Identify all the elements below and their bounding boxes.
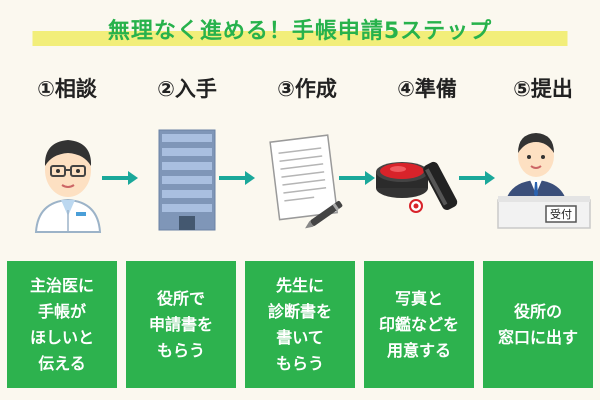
- arrow-4-icon: [459, 171, 495, 185]
- seal-stamp-icon: [376, 161, 458, 213]
- step-4-box: 写真と 印鑑などを 用意する: [364, 261, 474, 388]
- page-title: 無理なく進める！手帳申請5ステップ: [107, 19, 493, 44]
- reception-clerk-icon: 受付: [497, 133, 591, 229]
- step-1-label: ①相談: [37, 77, 97, 101]
- title-area: 無理なく進める！手帳申請5ステップ: [32, 10, 568, 48]
- step-1-box: 主治医に 手帳が ほしいと 伝える: [7, 261, 117, 388]
- reception-sign-label: 受付: [550, 208, 572, 221]
- arrow-3-icon: [339, 171, 375, 185]
- arrow-2-icon: [219, 171, 255, 185]
- arrow-1-icon: [102, 171, 138, 185]
- step-4-label: ④準備: [397, 77, 457, 101]
- office-building-icon: [158, 129, 216, 231]
- step-2-box: 役所で 申請書を もらう: [126, 261, 236, 388]
- title-highlight: [32, 31, 568, 46]
- step-3-label: ③作成: [277, 77, 337, 101]
- doctor-icon: [34, 140, 102, 233]
- step-5-label: ⑤提出: [513, 77, 573, 101]
- step-3-box: 先生に 診断書を 書いて もらう: [245, 261, 355, 388]
- step-2-label: ②入手: [157, 77, 217, 101]
- document-pen-icon: [269, 134, 343, 229]
- step-5-box: 役所の 窓口に出す: [483, 261, 593, 388]
